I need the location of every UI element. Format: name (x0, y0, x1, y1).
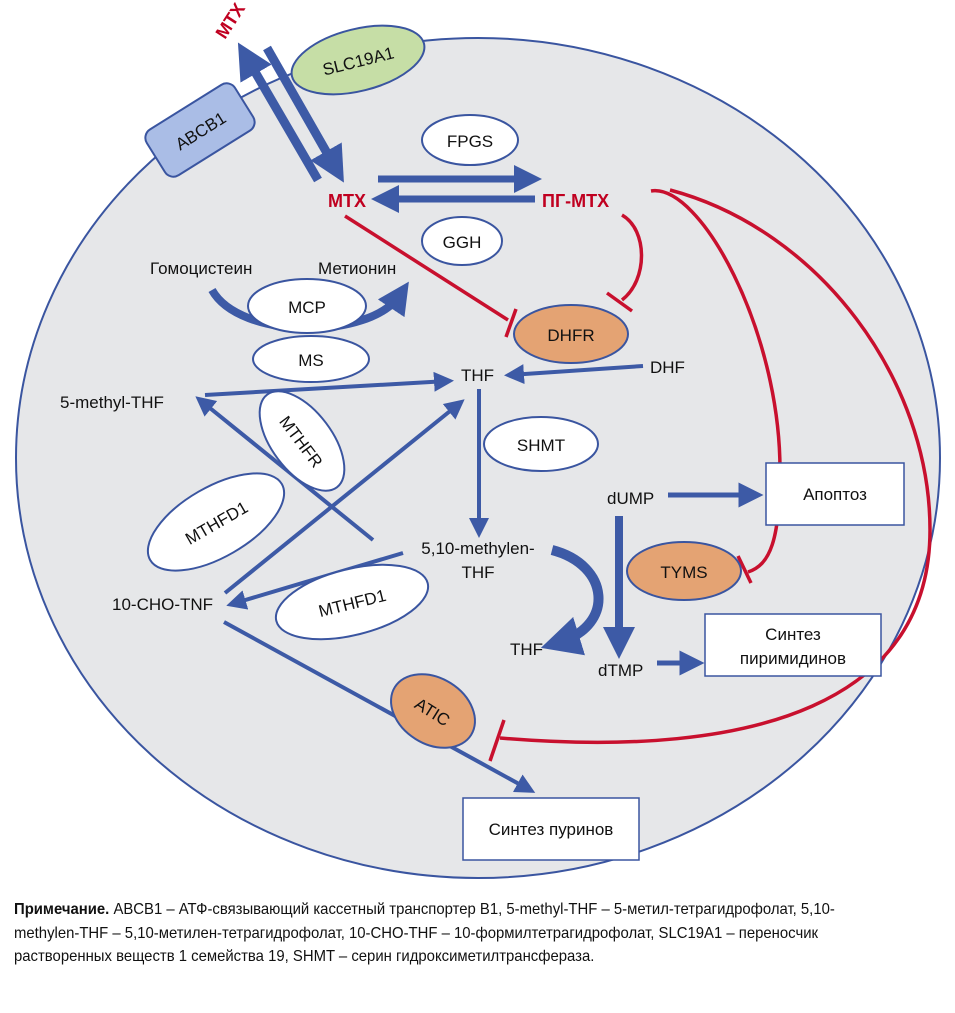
enzyme-ms: MS (252, 335, 370, 383)
mtx-influx-arrow (263, 45, 344, 183)
enzyme-mthfd1-upper: MTHFD1 (146, 472, 286, 572)
dump-label: dUMP (607, 489, 654, 508)
methylene-thf-label-line2: THF (461, 563, 494, 582)
pgmtx-inhibits-dhfr (620, 213, 644, 302)
enzyme-mcp: MCP (247, 278, 367, 334)
pyrimidine-label-line1: Синтез (765, 625, 821, 644)
inhibition-lines (344, 188, 932, 762)
pyrimidine-synthesis-box: Синтез пиримидинов (704, 613, 882, 677)
homocysteine-label: Гомоцистеин (150, 259, 252, 278)
abcb1-transporter: ABCB1 (144, 82, 256, 178)
enzyme-tyms: TYMS (626, 541, 742, 601)
thf-bottom-label: THF (510, 640, 543, 659)
enzyme-dhfr: DHFR (513, 304, 629, 364)
dhf-to-thf-arrow (504, 364, 644, 385)
pyrimidine-label-line2: пиримидинов (740, 649, 846, 668)
chothf-to-thf-arrow (223, 399, 465, 595)
enzyme-shmt: SHMT (483, 416, 599, 472)
pgmtx-inhibits-tyms (650, 189, 782, 574)
note-text: ABCB1 – АТФ-связывающий кассетный трансп… (14, 901, 835, 965)
dhf-label: DHF (650, 358, 685, 377)
apoptosis-box: Апоптоз (765, 462, 905, 526)
dhfr-label: DHFR (547, 326, 594, 345)
pgmtx-inhibits-atic (499, 188, 932, 745)
ms-label: MS (298, 351, 324, 370)
mtx-inhibits-dhfr (344, 214, 509, 322)
methylene-to-thf-curved-arrow (540, 545, 604, 656)
pg-mtx-label: ПГ-МТХ (542, 191, 609, 211)
methylene-thf-label-line1: 5,10-methylen- (421, 539, 534, 558)
mtx-intracellular-label: MTX (328, 191, 366, 211)
methionine-label: Метионин (318, 259, 396, 278)
mtx-extracellular-label: MTX (212, 0, 249, 42)
atic-block-bar (488, 719, 506, 762)
mcp-label: MCP (288, 298, 326, 317)
pathway-diagram: ABCB1 SLC19A1 MTX MTX ПГ-МТХ FPGS GGH Го… (15, 0, 941, 879)
enzyme-ggh: GGH (421, 216, 503, 266)
dhfr-block-bar-2 (605, 291, 634, 313)
tyms-label: TYMS (660, 563, 707, 582)
fpgs-label: FPGS (447, 132, 493, 151)
dhfr-block-bar-1 (504, 308, 518, 338)
tyms-block-bar (736, 555, 753, 584)
figure-note: Примечание. ABCB1 – АТФ-связывающий касс… (14, 898, 879, 969)
purine-label: Синтез пуринов (489, 820, 614, 839)
chothf-to-purine-arrow (223, 620, 536, 793)
methyl-thf-label: 5-methyl-THF (60, 393, 164, 412)
cho-thf-label: 10-CHO-TNF (112, 595, 213, 614)
slc19a1-transporter: SLC19A1 (290, 24, 426, 96)
dtmp-label: dTMP (598, 661, 643, 680)
thf-top-label: THF (461, 366, 494, 385)
shmt-label: SHMT (517, 436, 565, 455)
note-title: Примечание. (14, 901, 110, 918)
purine-synthesis-box: Синтез пуринов (462, 797, 640, 861)
enzyme-fpgs: FPGS (421, 114, 519, 166)
apoptosis-label: Апоптоз (803, 485, 867, 504)
enzyme-mthfd1-lower: MTHFD1 (274, 563, 430, 641)
methylthf-to-thf-arrow (204, 371, 454, 397)
enzyme-atic: ATIC (390, 673, 476, 749)
mtx-efflux-arrow (237, 42, 322, 183)
ggh-label: GGH (443, 233, 482, 252)
